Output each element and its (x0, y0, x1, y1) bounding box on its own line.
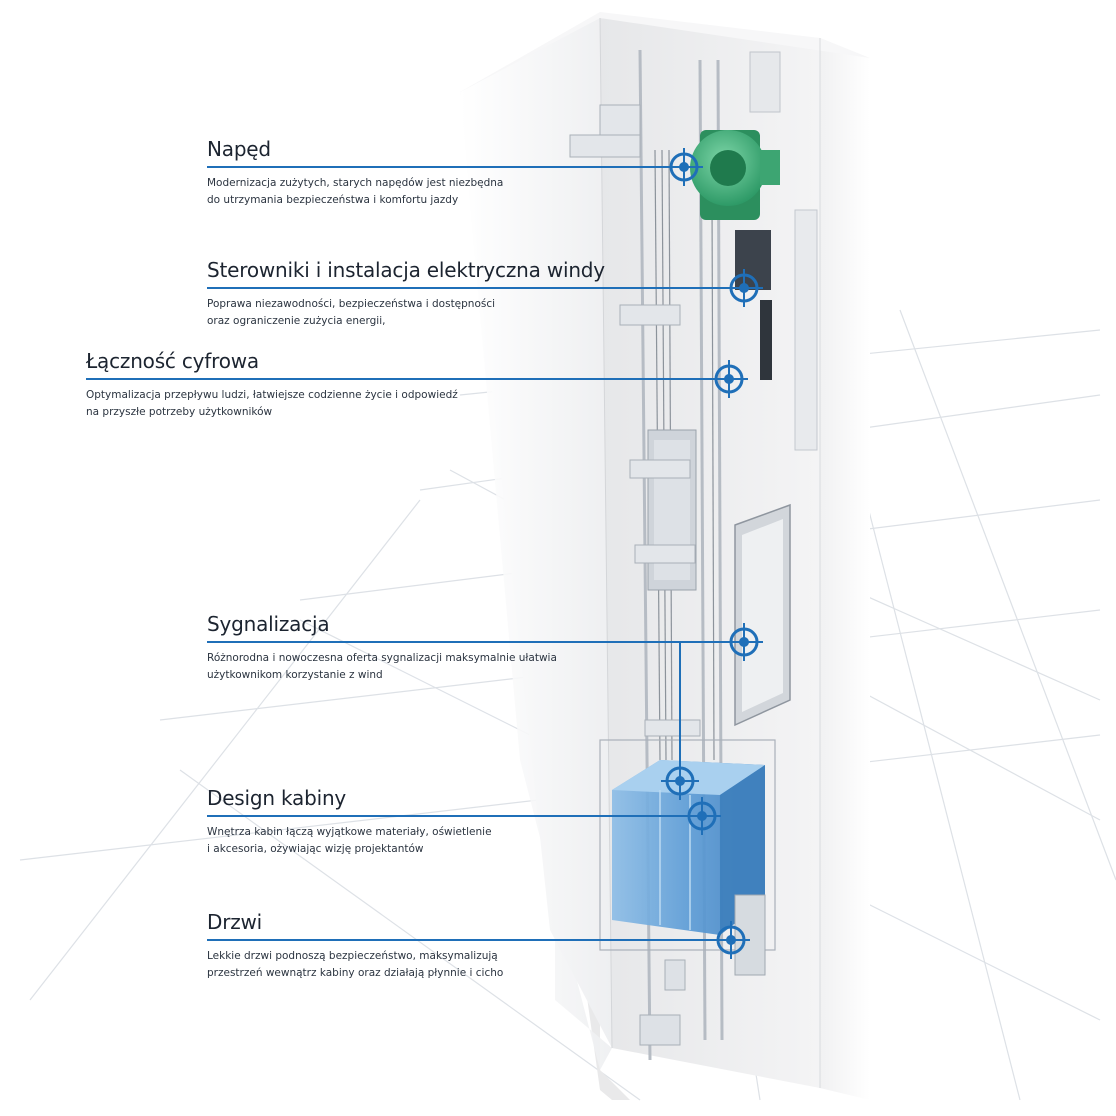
callout-design: Design kabiny Wnętrza kabin łączą wyjątk… (207, 786, 492, 858)
drive-motor (690, 130, 780, 220)
callout-naped: Napęd Modernizacja zużytych, starych nap… (207, 137, 503, 209)
callout-line: Poprawa niezawodności, bezpieczeństwa i … (207, 298, 496, 310)
callout-line: Modernizacja zużytych, starych napędów j… (207, 177, 504, 189)
callout-line: oraz ograniczenie zużycia energii, (207, 315, 386, 327)
landing-door (734, 503, 791, 727)
rail-brackets (569, 104, 701, 737)
counterweight (647, 429, 697, 591)
callout-description: Wnętrza kabin łączą wyjątkowe materiały,… (207, 824, 492, 858)
callout-title: Design kabiny (207, 786, 347, 810)
callout-drzwi: Drzwi Lekkie drzwi podnoszą bezpieczeńst… (207, 910, 503, 982)
elevator-cabin (599, 739, 776, 976)
callout-line: i akcesoria, ożywiając wizję projektantó… (207, 843, 424, 855)
callout-title: Sterowniki i instalacja elektryczna wind… (207, 258, 605, 282)
callout-sygnalizacja: Sygnalizacja Różnorodna i nowoczesna ofe… (207, 612, 557, 684)
callout-line: Lekkie drzwi podnoszą bezpieczeństwo, ma… (207, 950, 498, 962)
target-markers (661, 148, 763, 959)
callout-title: Łączność cyfrowa (86, 349, 259, 373)
callout-description: Różnorodna i nowoczesna oferta sygnaliza… (207, 650, 557, 684)
callout-description: Optymalizacja przepływu ludzi, łatwiejsz… (86, 387, 458, 421)
target-marker-design (683, 797, 721, 835)
controller-cabinet (735, 51, 818, 451)
callout-title: Sygnalizacja (207, 612, 330, 636)
target-marker-drzwi (712, 921, 750, 959)
callout-line: użytkownikom korzystanie z wind (207, 669, 383, 681)
target-marker-sygnalizacja (725, 623, 763, 661)
callout-line: Optymalizacja przepływu ludzi, łatwiejsz… (86, 389, 458, 401)
callout-title: Drzwi (207, 910, 263, 934)
callout-description: Lekkie drzwi podnoszą bezpieczeństwo, ma… (207, 948, 503, 982)
callout-description: Poprawa niezawodności, bezpieczeństwa i … (207, 296, 605, 330)
callout-lines (86, 166, 744, 941)
callout-line: na przyszłe potrzeby użytkowników (86, 406, 273, 418)
callout-lacznosc: Łączność cyfrowa Optymalizacja przepływu… (86, 349, 458, 421)
callout-sterowniki: Sterowniki i instalacja elektryczna wind… (207, 258, 605, 330)
target-marker-sygnalizacja-cabin (661, 762, 699, 800)
target-marker-naped (665, 148, 703, 186)
callout-line: Różnorodna i nowoczesna oferta sygnaliza… (207, 652, 557, 664)
callout-line: przestrzeń wewnątrz kabiny oraz działają… (207, 967, 504, 979)
shaft-pit (639, 959, 686, 1046)
target-marker-lacznosc (710, 360, 748, 398)
target-marker-sterowniki (725, 269, 763, 307)
callout-line: do utrzymania bezpieczeństwa i komfortu … (207, 194, 459, 206)
callout-title: Napęd (207, 137, 271, 161)
callout-line: Wnętrza kabin łączą wyjątkowe materiały,… (207, 826, 492, 838)
callout-description: Modernizacja zużytych, starych napędów j… (207, 175, 503, 209)
